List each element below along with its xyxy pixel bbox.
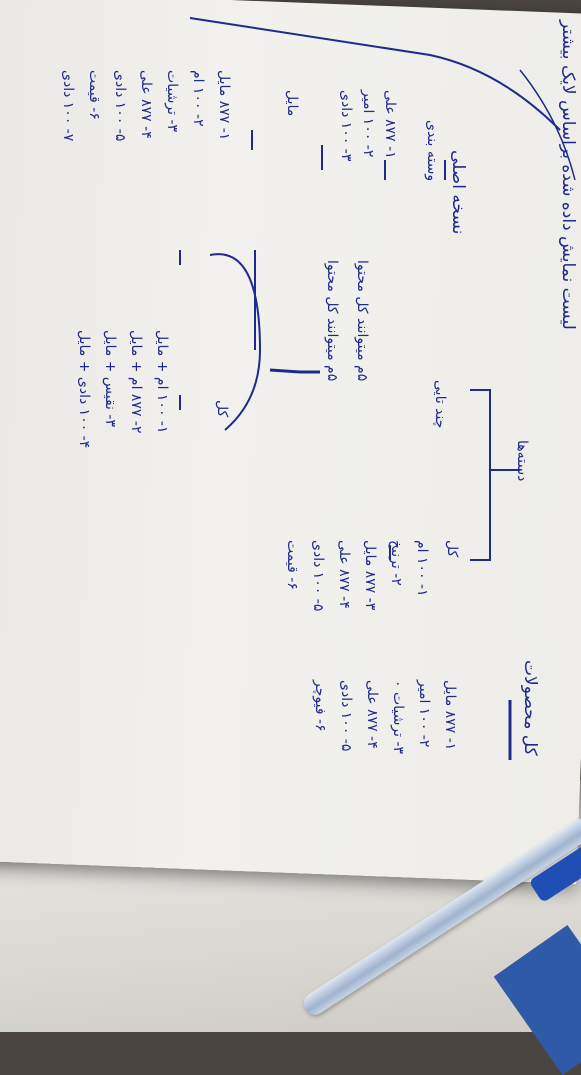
total-item: ۳- ترشیات ۰	[390, 680, 406, 755]
cl-item: ۱- ۱۰۰ ام	[414, 540, 430, 597]
total-item: ۱- ۸۷۷ مایل	[442, 680, 458, 751]
left-title: نسخه اصلی	[448, 150, 468, 235]
cl2-item: ۲- ۸۷۷ ام + مایل	[128, 330, 144, 434]
groups-title: دسته‌ها	[514, 440, 530, 482]
left-item2: ۶- قیمت	[86, 70, 102, 120]
left-sub1: وسته بندی	[424, 120, 440, 182]
left-item2: ۱- ۸۷۷ مایل	[216, 70, 232, 141]
total-title: کل محصولات	[520, 660, 540, 756]
left-item1: ۳- ۱۰۰ دادی	[338, 90, 354, 162]
left-item2: ۴- ۸۷۷ علی	[138, 70, 154, 139]
total-item: ۶- فیوچر	[312, 680, 328, 732]
cl2-title: کل	[214, 400, 230, 418]
cl-item: ۲- ترنیخ	[388, 540, 404, 586]
left-item2: ۳- ترشیات	[164, 70, 180, 133]
header-text: لیست نمایش داده شده براساس لایک بیشتر	[558, 20, 578, 330]
diagram-lines	[179, 17, 576, 760]
total-item: ۲- ۱۰۰ امیر	[416, 680, 432, 748]
chandbandi-item: ۵م میتوانند کل محتوا	[354, 260, 370, 382]
cl2-item: ۳- نقیس + مایل	[102, 330, 118, 427]
chandbandi-item: ۵م میتوانند کل محتوا	[324, 260, 340, 382]
total-item: ۵- ۱۰۰ دادی	[338, 680, 354, 752]
total-item: ۴- ۸۷۷ علی	[364, 680, 380, 749]
left-item2: ۲- ۱۰۰ ام	[190, 70, 206, 127]
cl-item: ۳- ۸۷۷ مایل	[362, 540, 378, 611]
left-item2: ۷- ۱۰۰ دادی	[60, 70, 76, 142]
cl2-item: ۱- ۱۰۰ ام + مایل	[154, 330, 170, 434]
left-sub2: مایل	[284, 90, 300, 117]
cl-item: ۵- ۱۰۰ دادی	[310, 540, 326, 612]
cl-item: ۶- قیمت	[284, 540, 300, 590]
left-item1: ۱- ۸۷۷ علی	[382, 90, 398, 159]
left-item1: ۲- ۱۰۰ امیر	[360, 90, 376, 158]
groups-sub-title: کل	[444, 540, 460, 558]
left-item2: ۵- ۱۰۰ دادی	[112, 70, 128, 142]
cl2-item: ۴- ۱۰۰ دادی + مایل	[76, 330, 92, 449]
chandbandi-title: چند تایی	[432, 380, 448, 429]
cl-item: ۴- ۸۷۷ علی	[336, 540, 352, 609]
